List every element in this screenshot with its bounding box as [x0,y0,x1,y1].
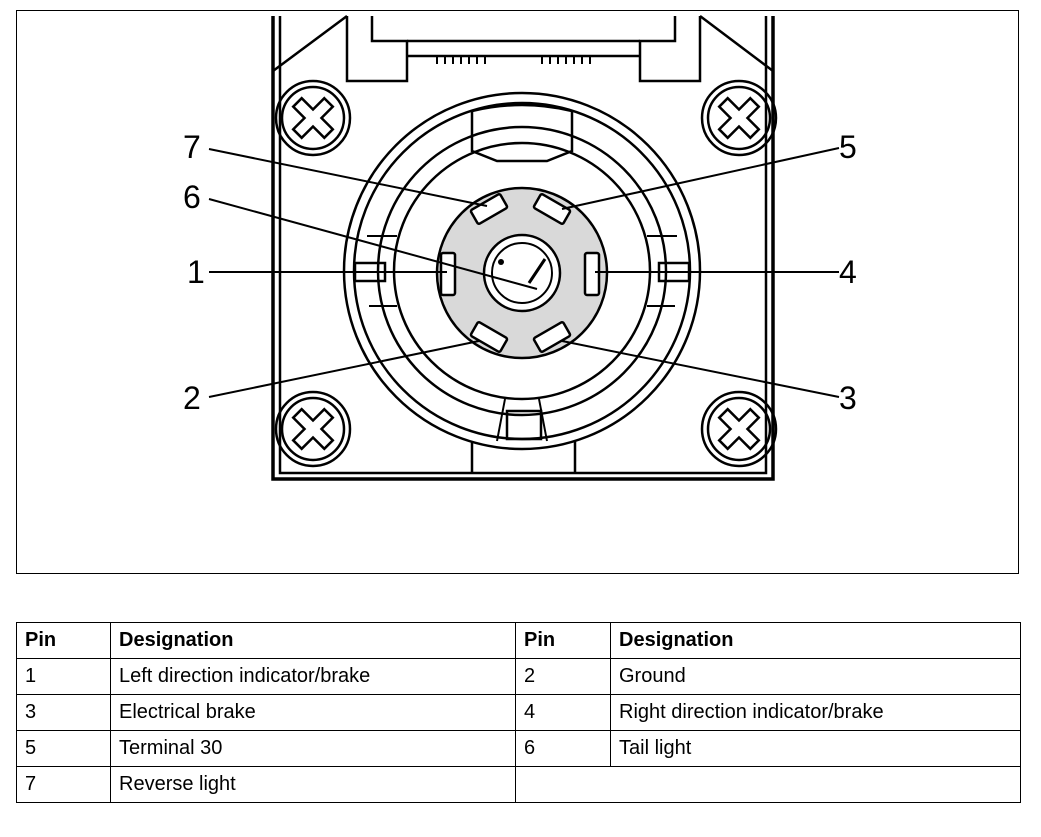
empty-cell [515,766,1021,803]
pin-cell: 3 [16,694,111,731]
designation-cell: Left direction indicator/brake [110,658,516,695]
trailer-socket-diagram: 7 6 1 2 5 4 3 [183,14,857,481]
callout-pin-1: 1 [187,254,205,290]
designation-cell: Reverse light [110,766,516,803]
pin-contact-1 [439,251,457,297]
leader-line-3 [561,340,840,398]
pin-cell: 1 [16,658,111,695]
pin-designation-table: Pin Designation Pin Designation 1 Left d… [16,622,1021,803]
pin-cell: 2 [515,658,611,695]
top-mount-left [345,16,409,83]
pin-contact-7 [469,193,509,225]
table-row: 3 Electrical brake 4 Right direction ind… [16,694,1021,731]
pin-cell: 6 [515,730,611,767]
callout-pin-2: 2 [183,380,201,416]
callout-pin-3: 3 [839,380,857,416]
header-designation: Designation [610,622,1021,659]
leader-lines [208,147,840,398]
pin-callouts: 7 6 1 2 5 4 3 [183,129,857,416]
table-row: 1 Left direction indicator/brake 2 Groun… [16,658,1021,695]
designation-cell: Electrical brake [110,694,516,731]
leader-line-6 [208,198,538,290]
center-pin [482,233,562,313]
screw-group [274,79,778,468]
header-designation: Designation [110,622,516,659]
header-pin: Pin [16,622,111,659]
top-mount-right [638,16,702,83]
table-row: 7 Reverse light [16,766,1021,803]
callout-pin-4: 4 [839,254,857,290]
designation-cell: Tail light [610,730,1021,767]
pin-contact-4 [583,251,601,297]
leader-line-7 [208,148,488,207]
socket-diagram-frame: 7 6 1 2 5 4 3 [16,10,1019,574]
pin-contacts [439,193,601,353]
callout-pin-5: 5 [839,129,857,165]
screw-icon [700,79,778,157]
header-pin: Pin [515,622,611,659]
screw-icon [274,390,352,468]
designation-cell: Terminal 30 [110,730,516,767]
pin-contact-2 [469,321,509,353]
screw-icon [274,79,352,157]
designation-cell: Right direction indicator/brake [610,694,1021,731]
designation-cell: Ground [610,658,1021,695]
callout-pin-7: 7 [183,129,201,165]
pin-cell: 5 [16,730,111,767]
leader-line-2 [208,340,480,398]
pin-contact-5 [532,193,572,225]
table-row: 5 Terminal 30 6 Tail light [16,730,1021,767]
table-header-row: Pin Designation Pin Designation [16,622,1021,659]
callout-pin-6: 6 [183,179,201,215]
leader-line-5 [561,147,840,210]
socket-housing [271,16,775,481]
screw-icon [700,390,778,468]
pin-contact-3 [532,321,572,353]
pin-cell: 4 [515,694,611,731]
pin-cell: 7 [16,766,111,803]
